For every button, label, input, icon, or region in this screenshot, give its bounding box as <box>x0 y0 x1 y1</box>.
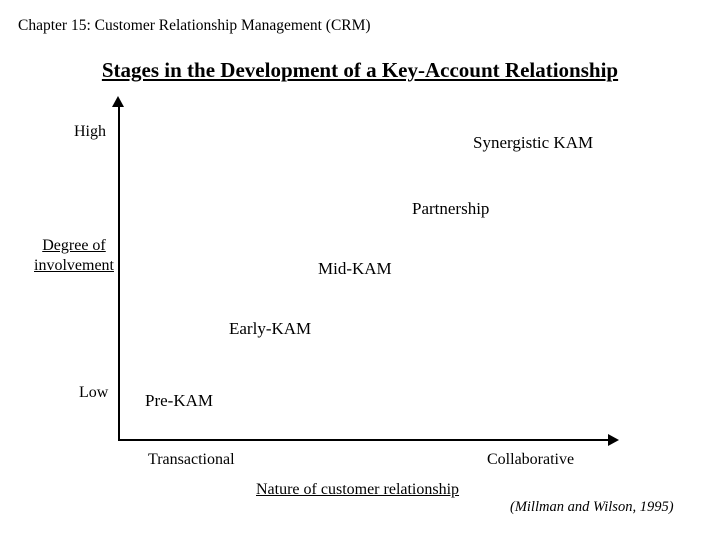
stage-label-pre-kam: Pre-KAM <box>145 391 213 410</box>
y-axis-label-high: High <box>74 123 106 140</box>
x-axis-arrowhead <box>608 434 619 446</box>
stage-label-synergistic-kam: Synergistic KAM <box>473 133 594 152</box>
stage-label-mid-kam: Mid-KAM <box>318 259 392 278</box>
stage-label-partnership: Partnership <box>412 199 490 218</box>
y-axis-label-low: Low <box>79 384 109 401</box>
y-axis-title: Degree of involvement <box>34 237 114 274</box>
source-citation: (Millman and Wilson, 1995) <box>510 499 674 515</box>
x-axis-label-transactional: Transactional <box>148 451 235 468</box>
x-axis-title: Nature of customer relationship <box>256 481 460 498</box>
x-axis-label-collaborative: Collaborative <box>487 451 575 468</box>
y-axis-line <box>118 104 120 440</box>
chapter-heading: Chapter 15: Customer Relationship Manage… <box>18 17 371 34</box>
y-axis-arrowhead <box>112 96 124 107</box>
stage-label-early-kam: Early-KAM <box>229 319 312 338</box>
page-title: Stages in the Development of a Key-Accou… <box>101 58 619 82</box>
x-axis-line <box>118 439 610 441</box>
